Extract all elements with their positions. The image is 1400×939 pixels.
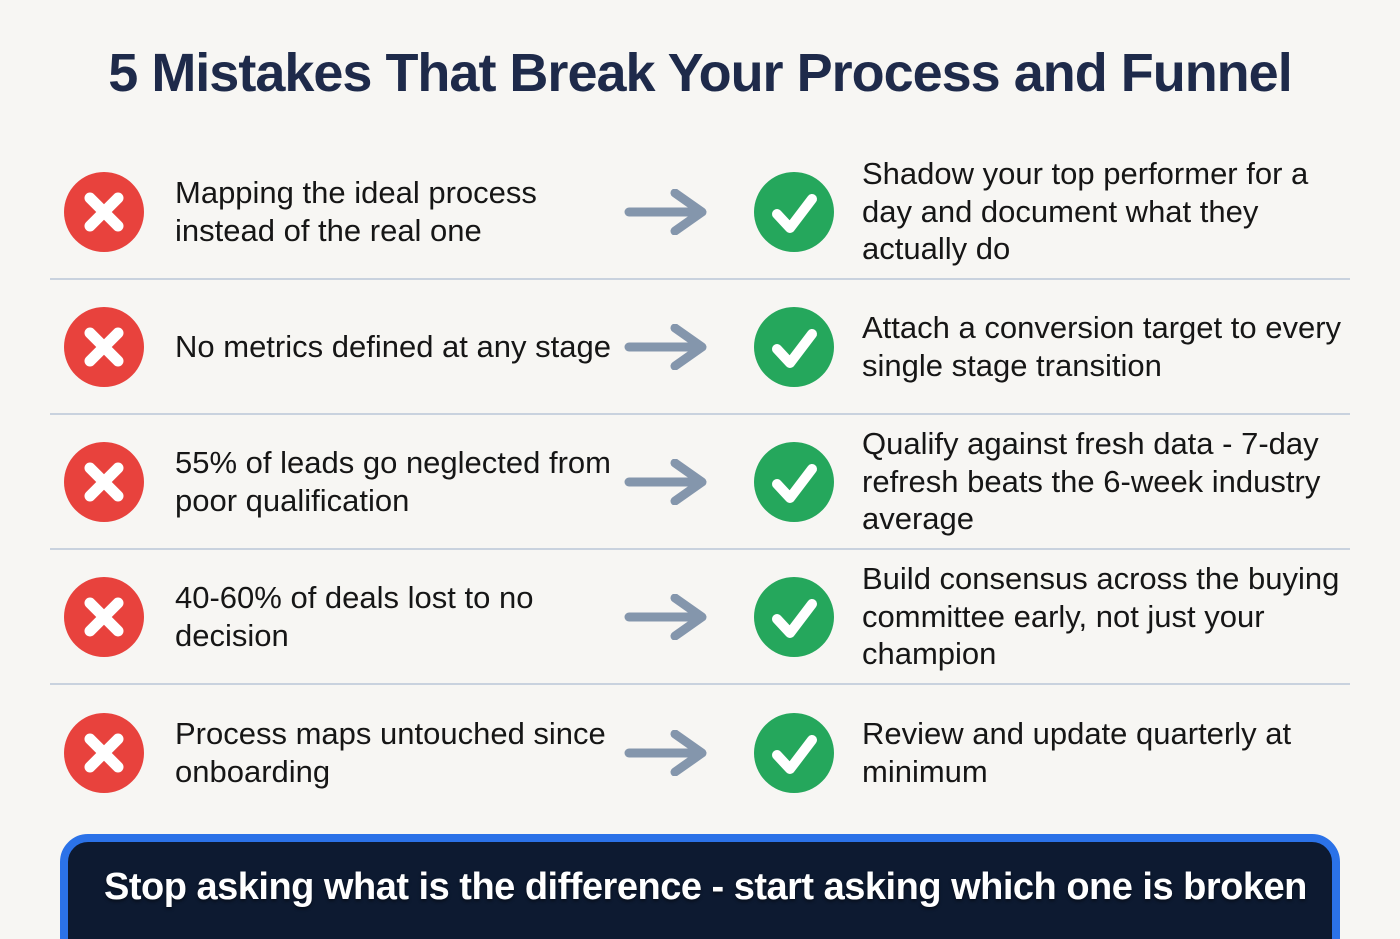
x-circle-icon bbox=[64, 712, 144, 793]
arrow-right-icon bbox=[620, 729, 716, 776]
arrow-right-icon bbox=[620, 593, 716, 640]
table-row: Process maps untouched since onboarding … bbox=[50, 685, 1350, 820]
mistake-text: Process maps untouched since onboarding bbox=[175, 715, 606, 789]
arrow-right-icon bbox=[620, 323, 716, 370]
footer-message: Stop asking what is the difference - sta… bbox=[104, 866, 1307, 908]
footer-banner: Stop asking what is the difference - sta… bbox=[60, 834, 1340, 939]
table-row: 55% of leads go neglected from poor qual… bbox=[50, 415, 1350, 550]
arrow-right-icon bbox=[620, 188, 716, 235]
x-circle-icon bbox=[64, 441, 144, 522]
table-row: 40-60% of deals lost to no decision Buil… bbox=[50, 550, 1350, 685]
check-circle-icon bbox=[754, 441, 834, 522]
mistake-text: No metrics defined at any stage bbox=[175, 328, 611, 364]
page-title: 5 Mistakes That Break Your Process and F… bbox=[108, 42, 1292, 103]
x-circle-icon bbox=[64, 171, 144, 252]
check-circle-icon bbox=[754, 171, 834, 252]
solution-text: Build consensus across the buying commit… bbox=[862, 560, 1340, 672]
mistake-text: 40-60% of deals lost to no decision bbox=[175, 579, 534, 653]
solution-text: Attach a conversion target to every sing… bbox=[862, 309, 1342, 383]
table-row: No metrics defined at any stage Attach a… bbox=[50, 280, 1350, 415]
check-circle-icon bbox=[754, 712, 834, 793]
table-row: Mapping the ideal process instead of the… bbox=[50, 145, 1350, 280]
header: 5 Mistakes That Break Your Process and F… bbox=[0, 0, 1400, 145]
solution-text: Review and update quarterly at minimum bbox=[862, 715, 1292, 789]
check-circle-icon bbox=[754, 576, 834, 657]
solution-text: Qualify against fresh data - 7-day refre… bbox=[862, 425, 1321, 537]
arrow-right-icon bbox=[620, 458, 716, 505]
x-circle-icon bbox=[64, 576, 144, 657]
mistake-text: Mapping the ideal process instead of the… bbox=[175, 174, 537, 248]
solution-text: Shadow your top performer for a day and … bbox=[862, 155, 1309, 267]
mistake-text: 55% of leads go neglected from poor qual… bbox=[175, 444, 611, 518]
mistake-solution-list: Mapping the ideal process instead of the… bbox=[0, 145, 1400, 820]
check-circle-icon bbox=[754, 306, 834, 387]
x-circle-icon bbox=[64, 306, 144, 387]
